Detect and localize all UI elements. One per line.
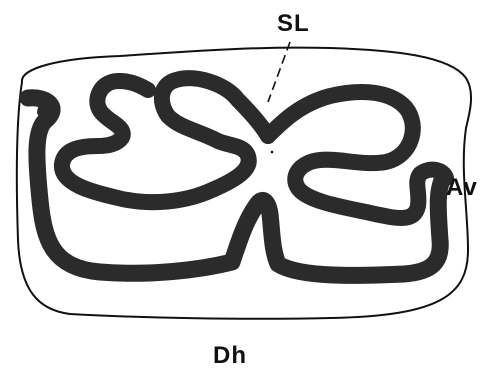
enamel-band-left-loop (62, 78, 268, 202)
label-av: Av (446, 176, 478, 200)
sl-leader-line (268, 42, 290, 102)
enamel-band-right-loop (268, 92, 446, 218)
label-dh: Dh (213, 344, 247, 368)
label-sl: SL (277, 12, 310, 36)
centre-dot (271, 151, 274, 154)
